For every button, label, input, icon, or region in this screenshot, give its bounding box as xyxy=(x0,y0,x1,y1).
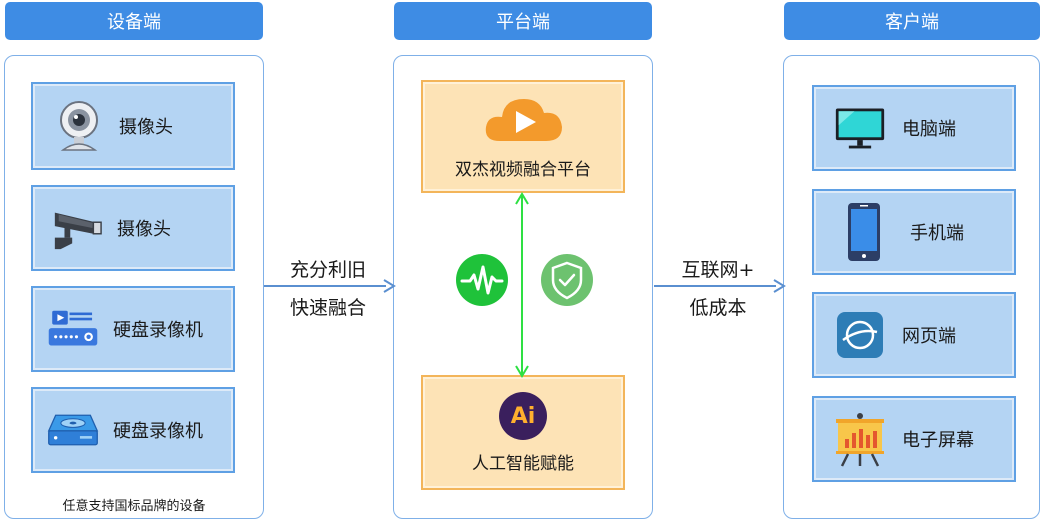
dvr-icon xyxy=(47,301,99,357)
right-flow-arrow xyxy=(654,279,786,293)
webcam-icon xyxy=(53,98,105,154)
hard-disk-icon xyxy=(47,402,99,458)
device-item-label: 摄像头 xyxy=(117,219,171,240)
platform-top-label: 双杰视频融合平台 xyxy=(455,160,591,180)
device-item-hard-disk: 硬盘录像机 xyxy=(31,387,235,473)
cloud-play-icon xyxy=(482,93,564,149)
device-item-label: 硬盘录像机 xyxy=(113,421,203,442)
ai-icon: Ai xyxy=(498,391,548,441)
platform-bottom-label: 人工智能赋能 xyxy=(472,454,574,474)
client-item-screen: 电子屏幕 xyxy=(812,396,1016,482)
device-column-header: 设备端 xyxy=(5,2,263,40)
platform-vertical-arrow xyxy=(515,192,529,378)
shield-check-icon xyxy=(540,253,594,307)
monitor-icon xyxy=(834,100,886,156)
presentation-board-icon xyxy=(834,411,886,467)
client-item-label: 电脑端 xyxy=(902,119,956,140)
device-item-label: 硬盘录像机 xyxy=(113,320,203,341)
left-flow-line2: 快速融合 xyxy=(289,297,366,319)
phone-icon xyxy=(838,203,890,261)
client-column-header: 客户端 xyxy=(784,2,1040,40)
device-item-bullet-camera: 摄像头 xyxy=(31,185,235,271)
device-footnote: 任意支持国标品牌的设备 xyxy=(62,499,206,514)
browser-globe-icon xyxy=(834,307,886,363)
client-item-web: 网页端 xyxy=(812,292,1016,378)
client-item-pc: 电脑端 xyxy=(812,85,1016,171)
device-item-label: 摄像头 xyxy=(119,117,173,138)
platform-bottom-card: Ai 人工智能赋能 xyxy=(421,375,625,490)
right-flow-line2: 低成本 xyxy=(689,297,747,319)
client-item-label: 网页端 xyxy=(902,326,956,347)
platform-column-header: 平台端 xyxy=(394,2,652,40)
device-item-webcam: 摄像头 xyxy=(31,82,235,170)
platform-top-card: 双杰视频融合平台 xyxy=(421,80,625,193)
right-flow-line1: 互联网+ xyxy=(681,259,755,281)
ai-icon-text: Ai xyxy=(510,403,536,429)
left-flow-arrow xyxy=(264,279,396,293)
device-item-dvr: 硬盘录像机 xyxy=(31,286,235,372)
device-header-label: 设备端 xyxy=(107,12,161,33)
client-item-phone: 手机端 xyxy=(812,189,1016,275)
client-header-label: 客户端 xyxy=(885,12,939,33)
bullet-camera-icon xyxy=(51,200,103,256)
platform-header-label: 平台端 xyxy=(496,12,550,33)
heartbeat-icon xyxy=(455,253,509,307)
left-flow-line1: 充分利旧 xyxy=(289,259,366,281)
client-item-label: 手机端 xyxy=(910,223,964,244)
client-item-label: 电子屏幕 xyxy=(902,430,974,451)
